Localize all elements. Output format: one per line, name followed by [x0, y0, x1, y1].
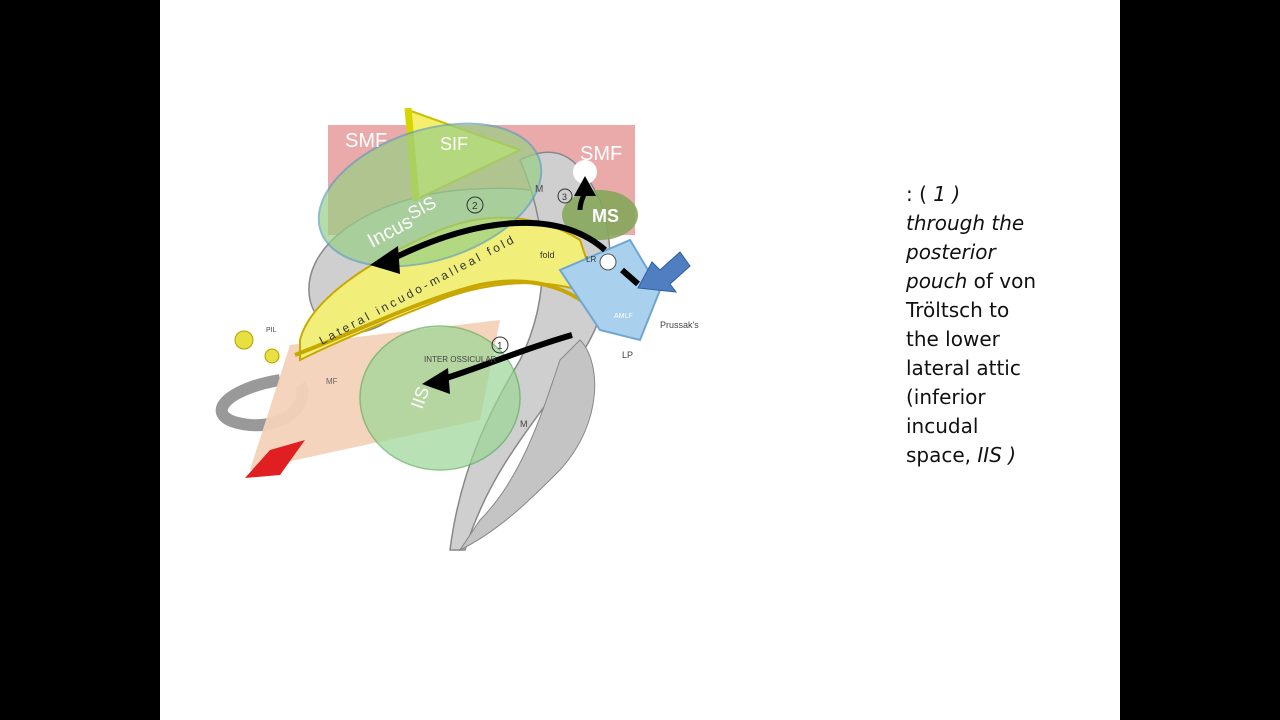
red-tip	[245, 440, 305, 478]
slide: SMF SMF SIF Incus SIS MS IIS Lateral inc…	[160, 0, 1120, 720]
label-smf-right: SMF	[580, 143, 622, 165]
smf-circle	[573, 160, 597, 184]
label-prussaks: Prussak's	[660, 320, 699, 330]
label-mf: MF	[326, 377, 338, 386]
incus-ellipse	[317, 122, 543, 268]
caption-iis: IIS )	[977, 443, 1017, 467]
label-aml: AMLF	[614, 313, 633, 320]
label-lp: LP	[622, 350, 633, 360]
marker-2-circle	[466, 196, 484, 214]
label-sif: SIF	[440, 134, 468, 154]
caption-path: through the posterior pouch	[906, 211, 1025, 293]
pil-knob-1	[234, 330, 254, 350]
marker-1: 1	[497, 341, 503, 352]
label-ms: MS	[592, 206, 619, 226]
malleus-handle	[458, 339, 596, 552]
lr-circle	[599, 253, 617, 271]
label-pil: PIL	[266, 327, 277, 334]
fold-rim	[294, 279, 612, 357]
arrowhead-2	[370, 246, 400, 274]
path-arrow-1	[439, 332, 573, 383]
marker-1-circle	[491, 336, 509, 354]
label-m-bottom: M	[520, 419, 528, 429]
arrowhead-3	[574, 176, 596, 196]
marker-3-circle	[557, 188, 573, 204]
caption-rest: of von Tröltsch to the lower lateral att…	[906, 269, 1037, 467]
caption-text: : ( 1 ) through the posterior pouch of v…	[906, 180, 1046, 470]
marker-3: 3	[562, 192, 567, 202]
marker-2: 2	[472, 201, 478, 212]
label-lr: LR	[586, 255, 596, 264]
anatomy-diagram: SMF SMF SIF Incus SIS MS IIS Lateral inc…	[215, 107, 699, 552]
blue-arrow	[637, 251, 691, 293]
label-m-top: M	[535, 184, 543, 195]
arrow-stub	[620, 267, 640, 287]
arrowhead-1	[422, 368, 450, 394]
caption-prefix: : (	[906, 182, 934, 206]
label-smf-left: SMF	[345, 130, 387, 152]
label-fold-word: fold	[540, 250, 555, 260]
pil-knob-2	[264, 348, 280, 364]
prussak-region	[558, 238, 662, 342]
iis-ellipse	[359, 325, 521, 471]
path-arrow-2	[388, 219, 607, 263]
label-inter-ossicular: INTER OSSICULAR	[424, 355, 497, 364]
caption-num: 1 )	[933, 182, 961, 206]
